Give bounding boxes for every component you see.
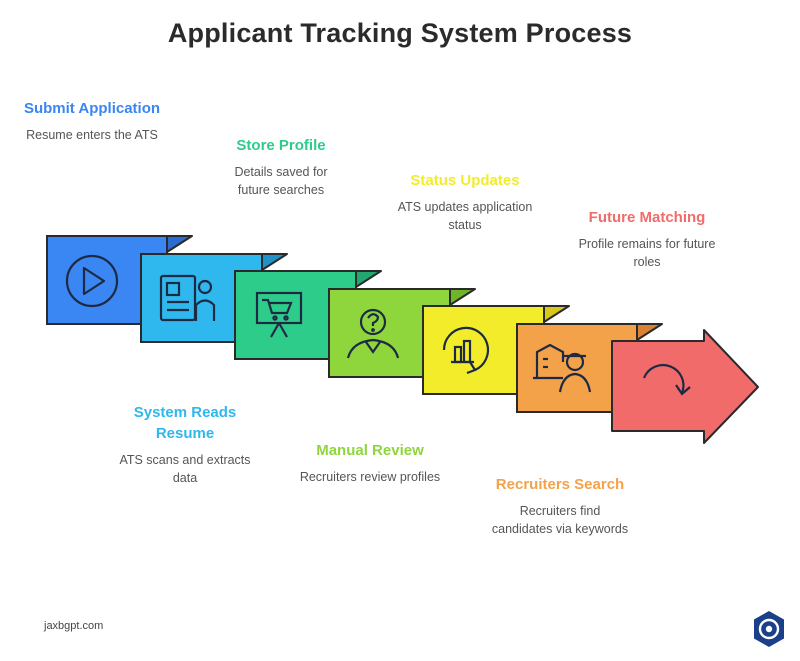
step-6-label: Recruiters Search Recruiters find candid… <box>490 474 630 538</box>
step-5-title: Status Updates <box>410 172 520 189</box>
step-2-title: System Reads Resume <box>133 404 237 442</box>
presentation-icon <box>255 291 303 338</box>
step-1-title: Submit Application <box>23 100 161 117</box>
diagram-title: Applicant Tracking System Process <box>167 18 633 48</box>
step-7-desc: Profile remains for future roles <box>578 237 716 269</box>
step-2-desc: ATS scans and extracts data <box>119 453 251 485</box>
step-3-label: Store Profile Details saved for future s… <box>221 135 341 199</box>
step-7-arrow <box>611 329 759 444</box>
redo-arrow-icon <box>642 363 691 396</box>
play-icon <box>65 254 119 308</box>
step-2-panel <box>140 253 288 343</box>
brand-logo-icon <box>754 611 784 647</box>
step-5-label: Status Updates ATS updates application s… <box>390 170 540 234</box>
step-4-title: Manual Review <box>316 442 424 459</box>
step-7-panel <box>611 329 759 444</box>
step-2-label: System Reads Resume ATS scans and extrac… <box>115 402 255 487</box>
refresh-chart-icon <box>442 326 490 375</box>
step-7-label: Future Matching Profile remains for futu… <box>577 207 717 271</box>
step-1-label: Submit Application Resume enters the ATS <box>22 98 162 144</box>
step-1-desc: Resume enters the ATS <box>26 128 158 142</box>
step-4-label: Manual Review Recruiters review profiles <box>295 440 445 486</box>
building-person-icon <box>533 343 592 393</box>
step-3-desc: Details saved for future searches <box>234 165 328 197</box>
step-7-title: Future Matching <box>588 209 706 226</box>
step-4-desc: Recruiters review profiles <box>299 470 441 484</box>
step-5-desc: ATS updates application status <box>397 200 533 232</box>
step-6-title: Recruiters Search <box>495 476 625 493</box>
resume-icon <box>159 274 216 322</box>
step-3-title: Store Profile <box>236 137 326 154</box>
step-6-desc: Recruiters find candidates via keywords <box>491 504 629 536</box>
footer-brand-text: jaxbgpt.com <box>44 620 104 632</box>
person-question-icon <box>346 308 400 359</box>
